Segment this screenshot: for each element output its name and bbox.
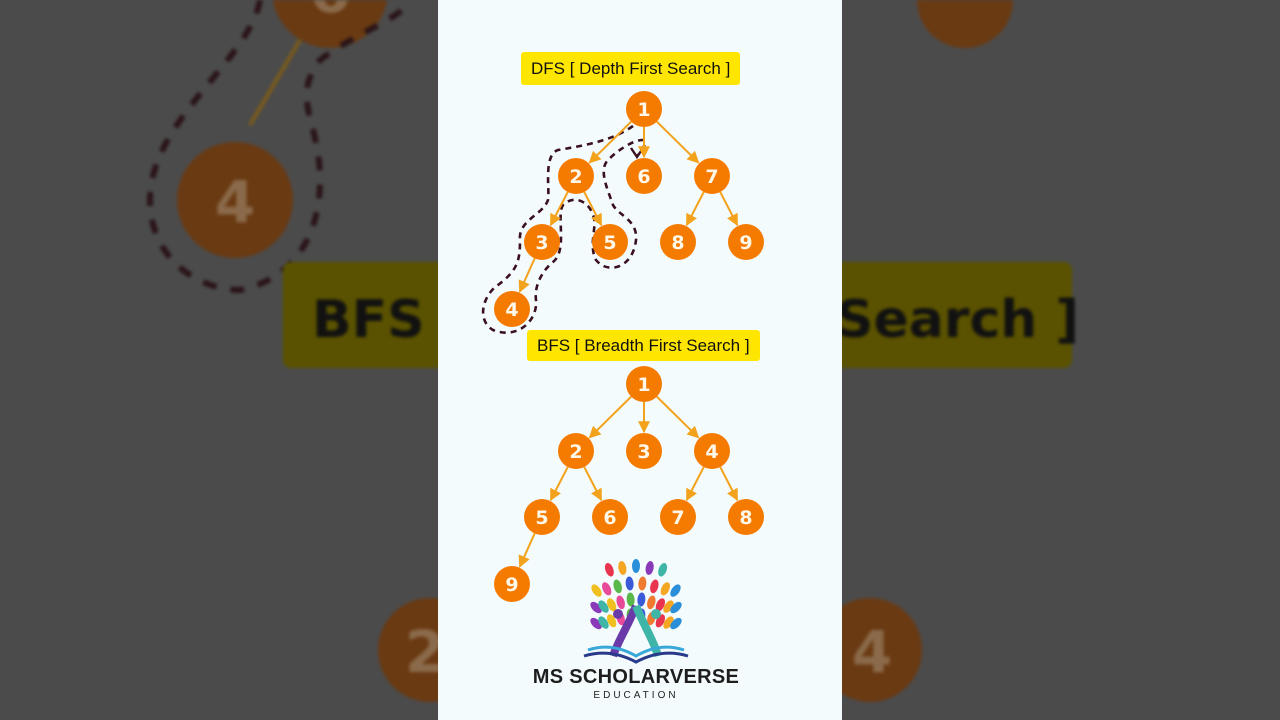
bfs-node-3 [626,433,662,469]
bg-node-4-label: 4 [215,168,255,236]
dfs-edge-2-5 [583,191,603,227]
logo-leaf [598,600,609,613]
bg-left-text: BFS [312,290,425,350]
dfs-node-label-5: 5 [603,232,616,254]
dfs-node-8 [660,224,696,260]
logo-leaf [655,598,666,612]
logo-leaf [606,614,617,628]
bfs-node-8 [728,499,764,535]
dfs-path-arrowhead [630,147,644,160]
bfs-node-label-3: 3 [637,441,650,463]
dfs-edge-1-2 [588,120,632,164]
content-panel: 1 2 6 7 3 5 8 9 4 1 2 3 4 5 6 7 8 9 DFS [ Depth First Se… [438,0,842,720]
bg-node-6 [272,0,388,48]
dfs-node-label-4: 4 [505,299,518,321]
logo-leaf [650,579,659,594]
bfs-node-label-5: 5 [535,507,548,529]
logo-leaf [638,576,647,591]
bg-right-node-4-label: 4 [852,618,892,686]
logo-leaf [626,592,635,607]
bfs-node-1 [626,366,662,402]
logo-leaf [613,579,622,594]
bfs-node-label-9: 9 [505,574,518,596]
logo-leaf [632,559,640,573]
logo-leaf [625,576,634,591]
bg-dashed-path [146,0,413,294]
dfs-node-label-9: 9 [739,232,752,254]
dfs-node-label-2: 2 [569,166,582,188]
bfs-edge-5-9 [518,533,536,568]
bfs-node-9 [494,566,530,602]
bfs-node-2 [558,433,594,469]
dfs-node-4 [494,291,530,327]
dfs-node-7 [694,158,730,194]
bfs-node-6 [592,499,628,535]
bfs-tree: 1 2 3 4 5 6 7 8 9 [494,366,764,602]
bfs-node-label-1: 1 [637,374,650,396]
dfs-node-5 [592,224,628,260]
dfs-node-9 [728,224,764,260]
bfs-node-label-6: 6 [603,507,616,529]
bg-node-6-label: 6 [309,0,351,27]
logo-leaf [647,595,656,610]
bfs-node-label-4: 4 [705,441,718,463]
logo-leaf [670,584,681,597]
bfs-title: BFS [ Breadth First Search ] [527,330,760,361]
logo-leaf [660,582,671,596]
logo-name: MS SCHOLARVERSE [532,666,740,688]
dfs-tree: 1 2 6 7 3 5 8 9 4 [494,91,764,327]
bfs-node-5 [524,499,560,535]
logo-leaf [670,617,682,630]
bfs-node-label-7: 7 [671,507,684,529]
dfs-edge-7-9 [719,191,739,227]
bfs-node-label-2: 2 [569,441,582,463]
logo-leaf [590,601,602,614]
logo-leaf [616,595,625,610]
bfs-edge-2-6 [583,466,603,502]
bfs-edge-4-8 [719,466,739,502]
logo-leaf [670,601,682,614]
dfs-traversal-path [481,124,647,334]
dfs-node-label-6: 6 [637,166,650,188]
logo-leaf [604,563,614,577]
bfs-node-7 [660,499,696,535]
logo-leaf [601,582,612,596]
logo-leaf [637,592,646,607]
logo-leaf [591,584,602,597]
dfs-edge-7-8 [685,191,705,227]
bfs-node-4 [694,433,730,469]
logo-leaf [618,561,627,575]
bg-node-4 [177,142,293,258]
ms-scholarverse-logo: MS SCHOLARVERSE EDUCATION [518,556,754,706]
dfs-node-2 [558,158,594,194]
tree-book-logo-icon [583,559,689,664]
bfs-edge-1-4 [656,395,700,439]
dfs-node-label-8: 8 [671,232,684,254]
dfs-node-3 [524,224,560,260]
dfs-node-label-7: 7 [705,166,718,188]
logo-leaf [606,598,617,612]
logo-leaf [645,561,654,575]
logo-leaf [658,563,668,577]
dfs-edge-2-3 [549,191,569,227]
logo-subtitle: EDUCATION [593,690,679,701]
bg-right-text: Search ] [836,290,1079,350]
dfs-edge-3-4 [518,258,536,293]
dfs-edge-1-7 [656,120,700,164]
bfs-edge-4-7 [685,466,705,502]
bg-right-node-4 [818,598,922,702]
dfs-node-1 [626,91,662,127]
dfs-node-label-1: 1 [637,99,650,121]
bfs-edge-1-2 [588,395,632,439]
logo-leaf [598,616,609,629]
dfs-node-6 [626,158,662,194]
dfs-title: DFS [ Depth First Search ] [521,52,741,85]
dfs-node-label-3: 3 [535,232,548,254]
bfs-edge-2-5 [549,466,569,502]
tree-diagrams: 1 2 6 7 3 5 8 9 4 1 2 3 4 5 6 7 8 9 [481,91,764,602]
bfs-node-label-8: 8 [739,507,752,529]
logo-leaf [590,617,602,630]
